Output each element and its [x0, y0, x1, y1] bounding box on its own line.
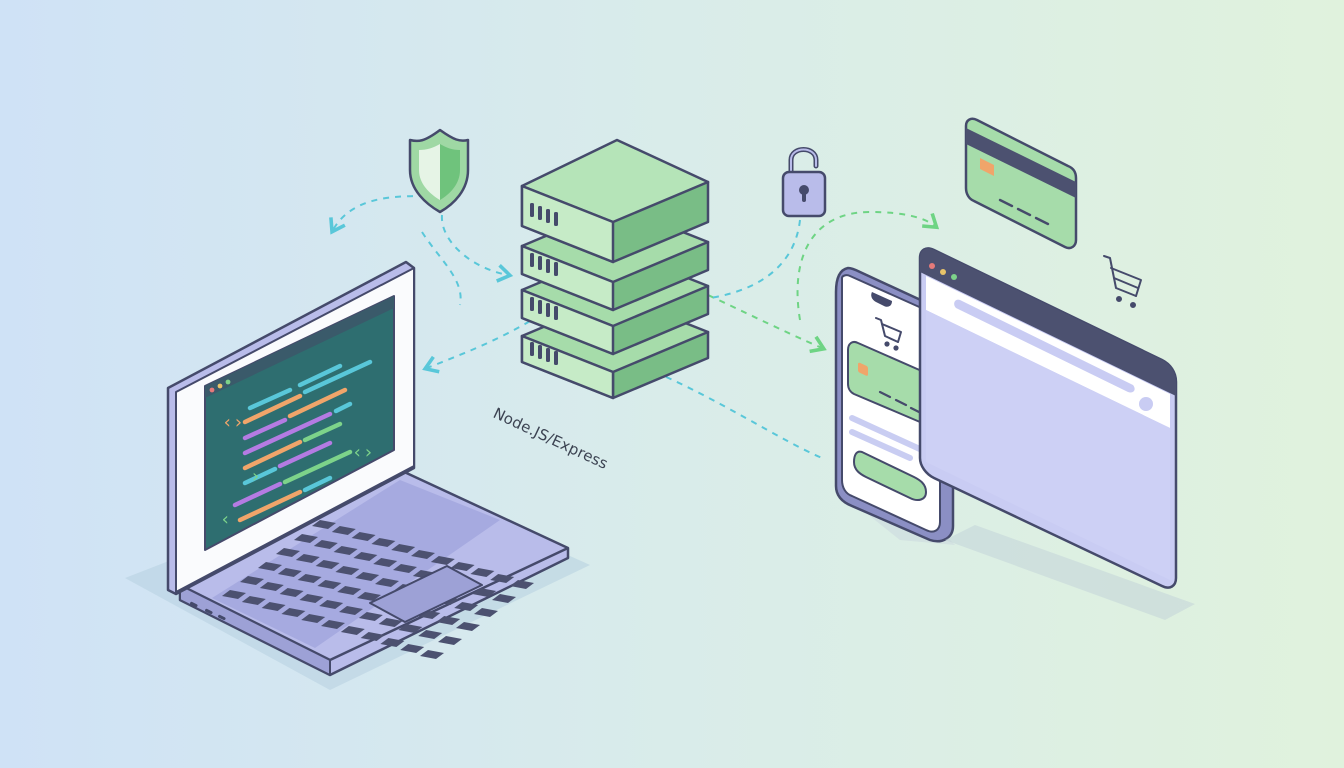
connector-shield-down	[421, 231, 462, 306]
connectors	[329, 195, 940, 459]
laptop-key	[315, 560, 340, 569]
laptop-key	[438, 636, 462, 645]
code-line	[242, 439, 303, 471]
code-line	[302, 475, 333, 493]
code-line	[287, 387, 348, 419]
padlock-open-icon	[781, 147, 827, 218]
laptop-key	[380, 638, 405, 647]
laptop-key	[371, 538, 396, 547]
laptop-key	[418, 630, 443, 639]
window-dots	[209, 379, 231, 393]
laptop-key	[333, 546, 358, 555]
laptop-key	[335, 566, 360, 575]
laptop-key	[261, 602, 286, 611]
laptop-key	[510, 580, 534, 589]
code-line	[302, 359, 373, 395]
laptop-key	[357, 592, 381, 601]
laptop-key	[436, 616, 461, 625]
laptop-key	[319, 600, 344, 609]
connector-server-laptop	[422, 314, 541, 374]
laptop-key	[297, 574, 322, 583]
server-layer-1	[520, 138, 710, 264]
server-stack	[520, 138, 710, 400]
laptop-key	[490, 574, 515, 583]
laptop-key	[339, 606, 363, 615]
laptop-key	[340, 626, 365, 635]
connector-shield-left	[329, 195, 426, 235]
pay-button	[853, 450, 927, 501]
laptop-key	[317, 580, 342, 589]
laptop-key	[411, 550, 435, 559]
laptop-key	[373, 558, 398, 567]
laptop: ‹› ‹› › ‹	[125, 260, 590, 690]
laptop-key	[430, 556, 455, 565]
connector-server-phone-blue	[654, 371, 823, 459]
code-line	[302, 421, 343, 443]
laptop-key	[299, 594, 324, 603]
laptop-key	[492, 594, 516, 603]
laptop-key	[281, 608, 306, 617]
code-line	[242, 411, 333, 456]
laptop-key	[400, 644, 425, 653]
laptop-key	[470, 568, 495, 577]
laptop-key	[279, 588, 304, 597]
shield-icon	[408, 128, 470, 214]
code-line	[242, 466, 278, 486]
laptop-key	[454, 602, 479, 611]
laptop-key	[351, 532, 376, 541]
laptop-key	[474, 608, 498, 617]
laptop-key	[301, 614, 326, 623]
laptop-key	[420, 650, 444, 659]
code-bracket-glyph: ‹›	[222, 412, 244, 433]
laptop-key	[360, 632, 385, 641]
laptop-key	[259, 582, 284, 591]
code-line	[242, 417, 288, 441]
shopping-cart-icon	[875, 317, 902, 351]
laptop-key	[276, 548, 300, 557]
credit-card-icon	[964, 117, 1078, 250]
code-line	[232, 481, 283, 508]
laptop-key	[222, 590, 246, 599]
code-line	[297, 363, 343, 388]
laptop-key	[240, 576, 264, 585]
code-bracket-glyph: ‹›	[352, 442, 374, 463]
laptop-key	[312, 520, 336, 529]
laptop-key	[353, 552, 378, 561]
laptop-key	[258, 562, 282, 571]
code-line	[277, 440, 333, 469]
laptop-key	[295, 554, 320, 563]
code-line	[247, 387, 293, 411]
code-lines: ‹› ‹› › ‹	[220, 359, 374, 530]
laptop-key	[391, 544, 416, 553]
laptop-trackpad	[369, 565, 483, 623]
code-bracket-glyph: ‹	[220, 509, 231, 530]
shopping-cart-icon	[1103, 255, 1142, 308]
code-line	[282, 449, 353, 485]
code-line	[333, 401, 353, 414]
laptop-key	[277, 568, 302, 577]
laptop-key	[456, 622, 480, 631]
laptop-key	[393, 564, 417, 573]
laptop-key	[398, 624, 423, 633]
laptop-key	[331, 526, 356, 535]
connector-lock-server	[709, 219, 801, 299]
connector-phone-card	[796, 210, 940, 321]
laptop-key	[450, 562, 475, 571]
laptop-key	[337, 586, 362, 595]
connector-shield-server	[440, 214, 514, 283]
laptop-key	[472, 588, 497, 597]
code-bracket-glyph: ›	[250, 466, 261, 487]
laptop-key	[294, 534, 318, 543]
laptop-key	[321, 620, 345, 629]
laptop-key	[355, 572, 380, 581]
browser-window	[918, 247, 1195, 620]
laptop-key	[358, 612, 383, 621]
code-line	[237, 489, 303, 523]
laptop-key	[378, 618, 403, 627]
code-line	[242, 393, 303, 425]
laptop-key	[375, 578, 399, 587]
laptop-key	[313, 540, 338, 549]
laptop-key	[241, 596, 266, 605]
